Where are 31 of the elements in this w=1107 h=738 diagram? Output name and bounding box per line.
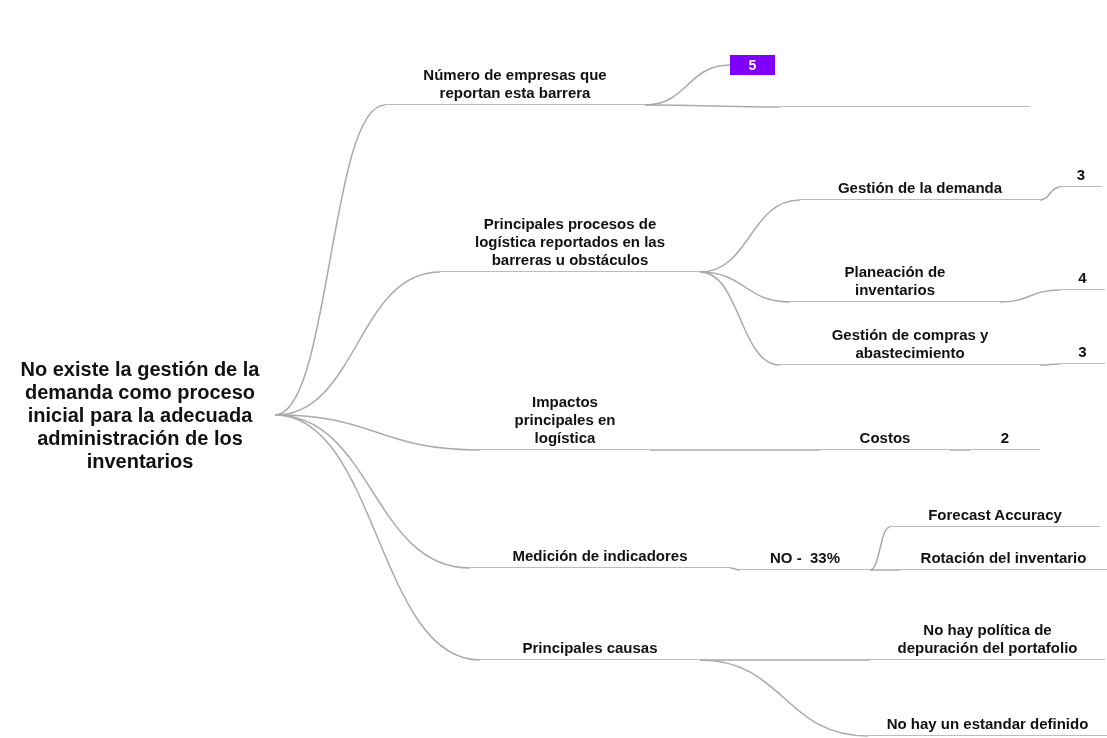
branch-label: Número de empresas que reportan esta barrera <box>385 60 645 105</box>
branch-label: Principales causas <box>480 637 700 660</box>
branch-label: 2 <box>970 428 1040 450</box>
branch-label: Medición de indicadores <box>470 543 730 568</box>
branch-label: Forecast Accuracy <box>890 505 1100 527</box>
branch-connector <box>699 271 781 366</box>
branch-label: Rotación del inventario <box>900 548 1107 570</box>
branch-connector <box>649 449 821 451</box>
branch-label: No hay política de depuración del portafolio <box>870 620 1105 660</box>
branch-label: 4 <box>1060 268 1105 290</box>
branch-label: No hay un estandar definido <box>868 712 1107 736</box>
branch-label: Principales procesos de logística reportados en las barreras u obstáculos <box>440 205 700 272</box>
branch-connector <box>699 659 869 737</box>
branch-connector <box>729 567 741 571</box>
branch-connector <box>999 289 1061 303</box>
branch-label: 3 <box>1060 342 1105 364</box>
central-topic: No existe la gestión de la demanda como proceso inicial para la adecuada administración de los inventarios <box>5 330 275 500</box>
branch-label: Gestión de compras y abastecimiento <box>780 325 1040 365</box>
branch-label: NO - 33% <box>740 548 870 570</box>
branch-label: 3 <box>1060 165 1102 187</box>
branch-label: Costos <box>820 428 950 450</box>
branch-connector <box>1039 186 1061 201</box>
branch-label: Impactos principales en logística <box>480 385 650 450</box>
branch-connector <box>869 569 901 571</box>
branch-connector <box>644 104 781 108</box>
branch-label: Planeación de inventarios <box>790 262 1000 302</box>
branch-connector <box>1039 363 1061 366</box>
branch-connector <box>869 526 891 571</box>
branch-connector <box>949 449 971 451</box>
count-badge: 5 <box>730 55 775 75</box>
branch-label: Gestión de la demanda <box>800 175 1040 200</box>
